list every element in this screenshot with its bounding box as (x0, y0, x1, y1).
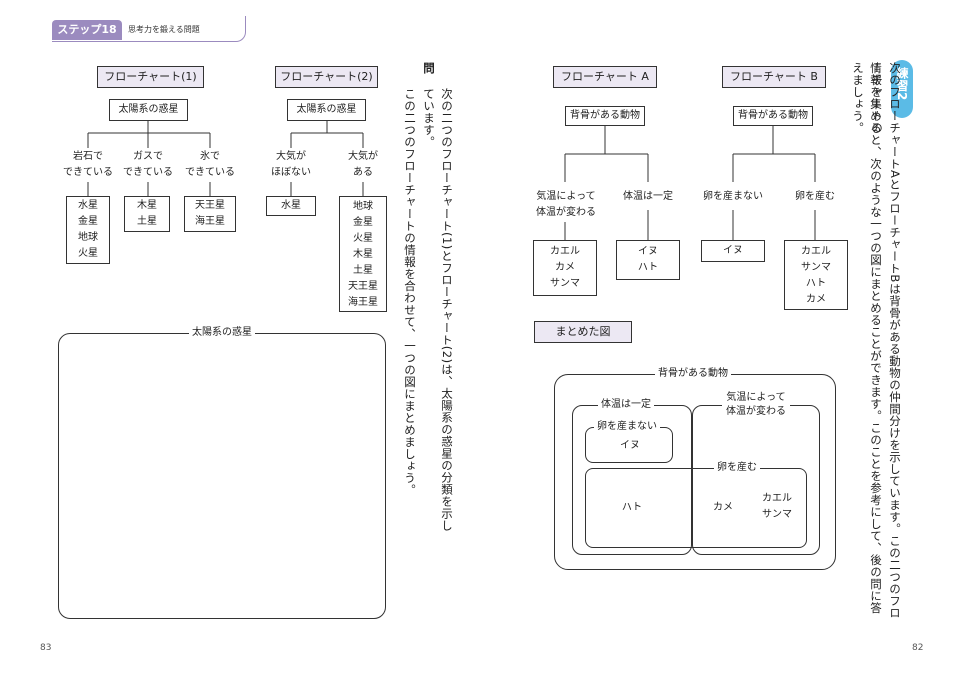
answer-box-title: 太陽系の惑星 (189, 326, 255, 340)
fc1-branch: 氷で できている (185, 151, 235, 178)
fc2-branch: 大気が ある (348, 151, 378, 178)
summary-egg-label: 卵を産む (714, 461, 760, 475)
flowchart-a-title: フローチャート A (553, 66, 657, 88)
exercise-badge: 練習2 (891, 60, 913, 118)
fc1-leaf: 水星 金星 地球 火星 (66, 196, 110, 264)
fc1-leaf: 天王星 海王星 (184, 196, 236, 232)
fc1-branch: ガスで できている (123, 151, 173, 178)
fc2-branch: 大気が ほぼない (271, 151, 311, 178)
summary-noegg-member: イヌ (620, 440, 640, 451)
flowchart-1-title: フローチャート(1) (97, 66, 204, 88)
summary-egg-cold-member: カエル サンマ (762, 493, 792, 520)
intro-line-1: 次のフローチャートAとフローチャートBは背骨がある動物の仲間分けを示しています。… (870, 62, 902, 619)
fc2-root: 太陽系の惑星 (287, 99, 366, 121)
fc1-branch: 岩石で できている (63, 151, 113, 178)
fcA-branch: 気温によって 体温が変わる (536, 191, 596, 218)
summary-title: まとめた図 (534, 321, 632, 343)
step-subtitle: 思考力を鍛える問題 (128, 25, 200, 34)
exercise-badge-label: 練習2 (895, 67, 909, 101)
fc1-root: 太陽系の惑星 (109, 99, 188, 121)
fcB-branch: 卵を産む (795, 191, 835, 202)
intro-line-2: 情報を集めると、次のような一つの図にまとめることができます。このことを参考にして… (851, 62, 883, 614)
flowchart-b-title: フローチャート B (722, 66, 826, 88)
flowchart-2-title: フローチャート(2) (275, 66, 378, 88)
summary-noegg-label: 卵を産まない (594, 420, 660, 434)
question-label: 問 (422, 62, 436, 74)
summary-cold-label: 気温によって 体温が変わる (722, 391, 790, 419)
question-line-1: 次の二つのフローチャート(1)とフローチャート(2)は、太陽系の惑星の分類を示し… (422, 88, 454, 532)
fcA-root: 背骨がある動物 (565, 106, 645, 126)
fcB-leaf: カエル サンマ ハト カメ (784, 240, 848, 310)
summary-egg-warm-member: ハト (621, 502, 643, 513)
fc1-leaf: 木星 土星 (124, 196, 170, 232)
step-tab: ステップ18 思考力を鍛える問題 (52, 16, 246, 42)
page-number-left: 83 (40, 643, 52, 653)
fcB-leaf: イヌ (701, 240, 765, 262)
summary-egg-set (585, 468, 807, 548)
summary-outer-label: 背骨がある動物 (655, 367, 731, 381)
fcA-leaf: イヌ ハト (616, 240, 680, 280)
fc2-leaf: 水星 (266, 196, 316, 216)
step-label: ステップ18 (52, 20, 122, 40)
summary-warm-label: 体温は一定 (598, 398, 654, 412)
fcA-branch: 体温は一定 (623, 191, 673, 202)
fc2-leaf: 地球 金星 火星 木星 土星 天王星 海王星 (339, 196, 387, 312)
answer-box[interactable] (58, 333, 386, 619)
fcA-leaf: カエル カメ サンマ (533, 240, 597, 296)
page-number-right: 82 (912, 643, 924, 653)
question-line-2: この二つのフローチャートの情報を合わせて、一つの図にまとめましょう。 (403, 88, 417, 496)
fcB-branch: 卵を産まない (703, 191, 763, 202)
fcB-root: 背骨がある動物 (733, 106, 813, 126)
summary-egg-cold-member: カメ (713, 502, 733, 513)
